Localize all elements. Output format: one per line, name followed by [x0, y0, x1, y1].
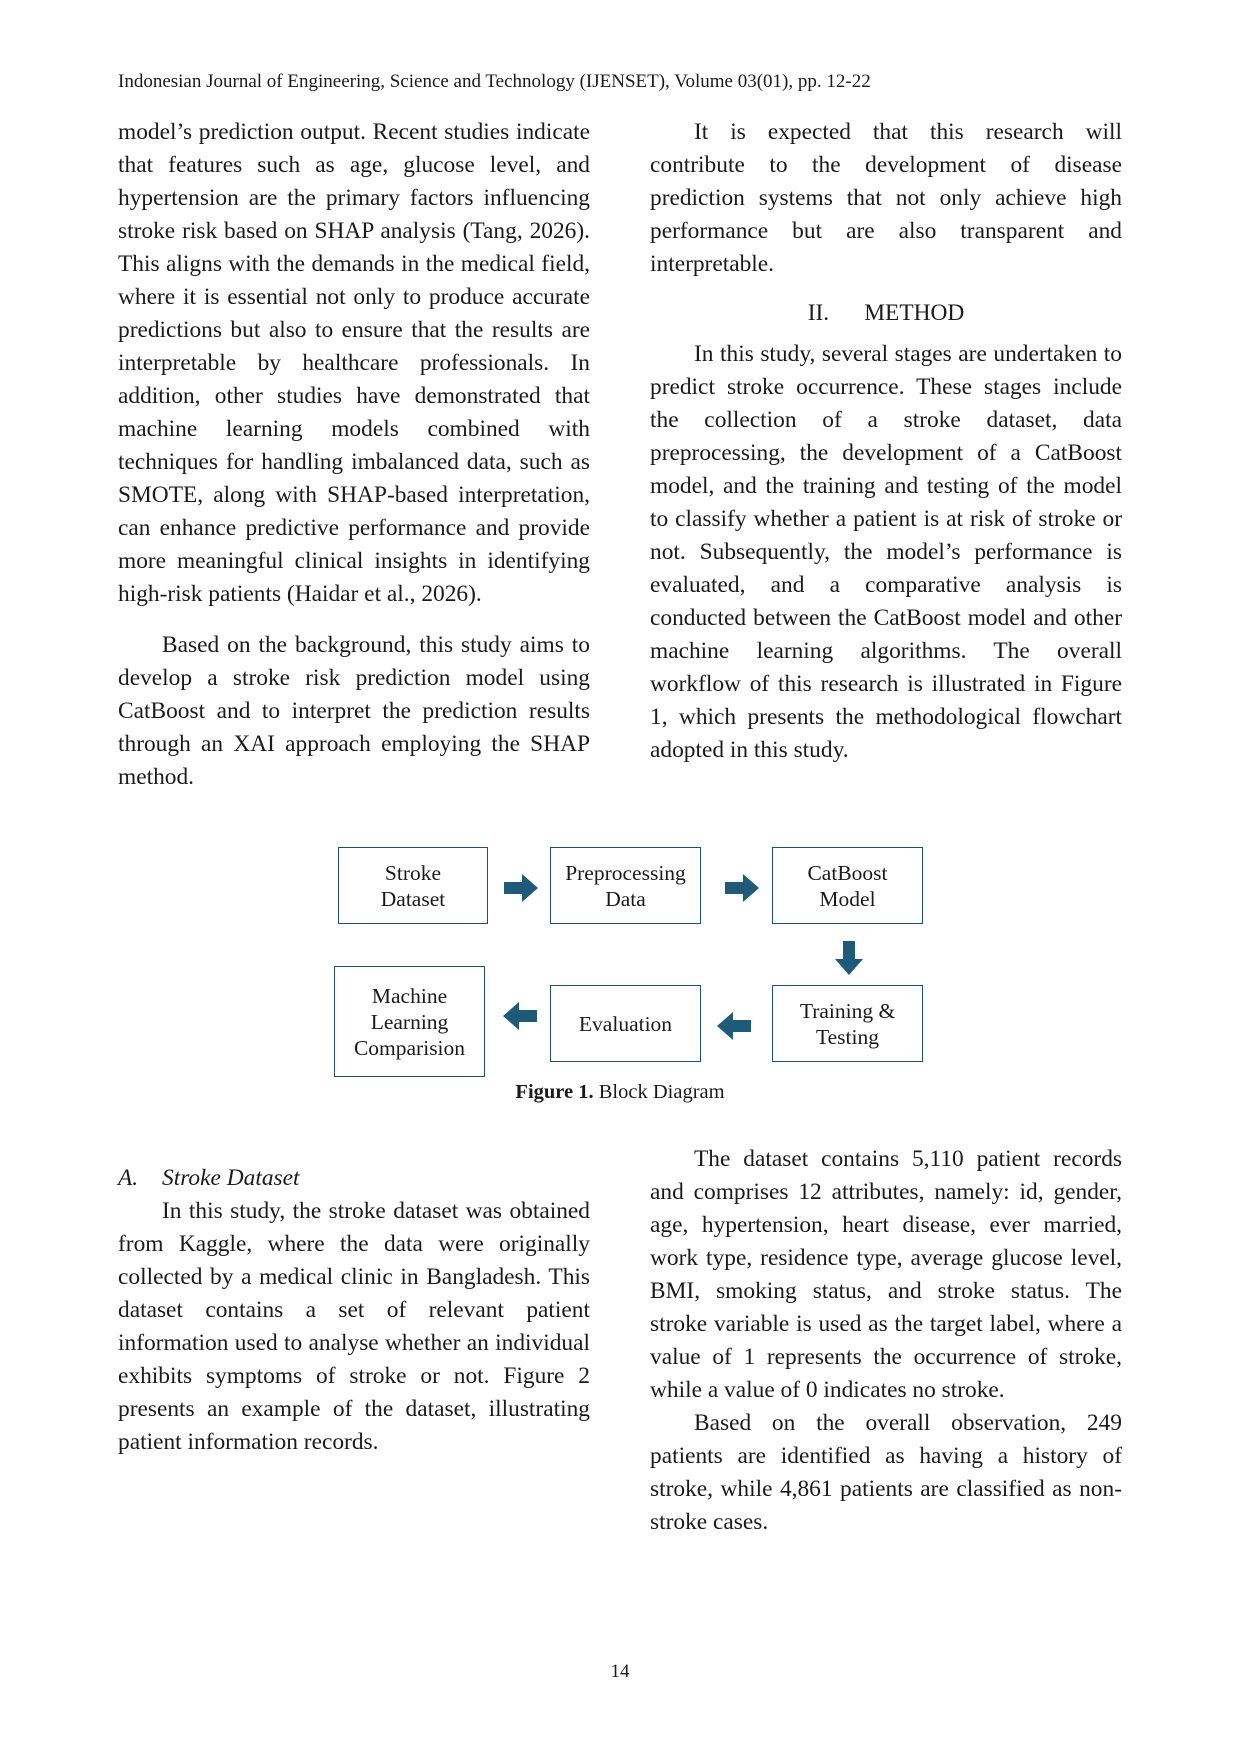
section-title: II. METHOD — [807, 300, 965, 326]
preprocessing-box: Preprocessing Data — [550, 847, 701, 924]
arrow-right-icon — [725, 874, 759, 902]
evaluation-box: Evaluation — [550, 985, 701, 1062]
running-header: Indonesian Journal of Engineering, Scien… — [118, 71, 871, 92]
subsection-title: A. Stroke Dataset — [118, 1162, 590, 1195]
caption-label: Figure 1. — [515, 1081, 594, 1103]
catboost-box: CatBoost Model — [772, 847, 923, 924]
arrow-right-icon — [504, 874, 538, 902]
page-number: 14 — [610, 1661, 630, 1682]
left-column-bottom: A. Stroke Dataset In this study, the stro… — [118, 1162, 590, 1459]
subsection-letter: A. — [118, 1165, 139, 1191]
paragraph: model’s prediction output. Recent studie… — [118, 119, 590, 607]
paragraph: Based on the overall observation, 249 pa… — [650, 1410, 1122, 1535]
ml-comparison-box: Machine Learning Comparision — [334, 966, 485, 1077]
training-testing-box: Training & Testing — [772, 985, 923, 1062]
arrow-left-icon — [503, 1002, 537, 1030]
subsection-name: Stroke Dataset — [162, 1165, 300, 1191]
figure-caption: Figure 1. Block Diagram — [0, 1079, 1240, 1105]
paragraph: It is expected that this research will c… — [650, 119, 1122, 277]
stroke-dataset-box: Stroke Dataset — [338, 847, 488, 924]
arrow-left-icon — [717, 1012, 751, 1040]
arrow-down-icon — [835, 941, 863, 975]
paragraph: The dataset contains 5,110 patient recor… — [650, 1146, 1122, 1403]
left-column-top: model’s prediction output. Recent studie… — [118, 116, 590, 794]
right-column-bottom: The dataset contains 5,110 patient recor… — [650, 1143, 1122, 1539]
paragraph: In this study, several stages are undert… — [650, 341, 1122, 763]
right-column-top: It is expected that this research will c… — [650, 116, 1122, 767]
caption-text: Block Diagram — [593, 1081, 725, 1103]
paragraph: In this study, the stroke dataset was ob… — [118, 1198, 590, 1455]
paragraph: Based on the background, this study aims… — [118, 632, 590, 790]
